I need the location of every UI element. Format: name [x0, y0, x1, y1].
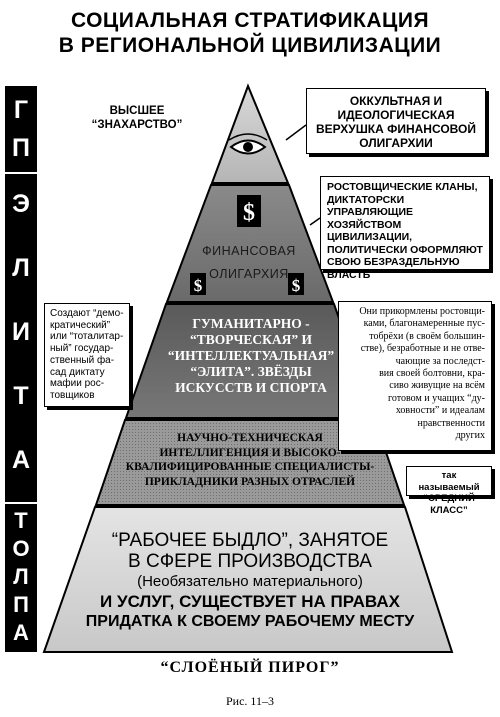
finance-tier-label: ФИНАНСОВАЯ ОЛИГАРХИЯ	[202, 244, 296, 281]
base-label-line: (Необязательно материального)	[137, 573, 363, 590]
dollar-badge-large	[237, 195, 261, 227]
note-usury-clans: РОСТОВЩИЧЕСКИЕ КЛАНЫ, ДИКТАТОРСКИ УПРАВЛ…	[320, 176, 490, 281]
side-column-crowd: Т О Л П А	[5, 504, 37, 652]
base-tier-label: “РАБОЧЕЕ БЫДЛО”, ЗАНЯТОЕ В СФЕРЕ ПРОИЗВО…	[50, 530, 450, 632]
side-letter: Л	[13, 564, 29, 589]
side-letter: Т	[14, 508, 28, 533]
side-letter: А	[13, 620, 29, 645]
caption-layered-pie: “СЛОЁНЫЙ ПИРОГ”	[160, 659, 340, 676]
top-tier-label: ВЫСШЕЕ “ЗНАХАРСТВО”	[91, 105, 183, 131]
note-middle-class: так называемый “СРЕДНИЙ КЛАСС”	[406, 466, 492, 516]
eye-icon	[228, 133, 268, 155]
side-column-elite: Э Л И Т А	[5, 174, 37, 502]
dollar-icon-left: $	[194, 276, 203, 295]
note-state-facade: Создают “демо- кратический” или “тоталит…	[44, 303, 130, 407]
tier-finance	[165, 184, 335, 303]
side-letter: О	[12, 536, 30, 561]
base-label-line: И УСЛУГ, СУЩЕСТВУЕТ НА ПРАВАХ	[100, 592, 400, 611]
side-letter: П	[12, 134, 30, 162]
side-letter: А	[11, 446, 31, 474]
side-column-gp: Г П	[5, 86, 37, 172]
base-label-line: В СФЕРЕ ПРОИЗВОДСТВА	[128, 551, 372, 572]
base-label-line: ПРИДАТКА К СВОЕМУ РАБОЧЕМУ МЕСТУ	[85, 613, 415, 630]
dollar-badge-right	[288, 273, 304, 295]
page-title-line1: СОЦИАЛЬНАЯ СТРАТИФИКАЦИЯ	[70, 9, 430, 32]
side-letter: И	[12, 318, 30, 346]
side-letter: Л	[12, 254, 30, 282]
tier-middle	[94, 419, 406, 506]
note-occult-top: ОККУЛЬТНАЯ И ИДЕОЛОГИЧЕСКАЯ ВЕРХУШКА ФИН…	[306, 88, 486, 154]
dollar-icon-right: $	[292, 276, 301, 295]
elite-tier-label: ГУМАНИТАРНО - “ТВОРЧЕСКАЯ” И “ИНТЕЛЛЕКТУ…	[167, 316, 335, 395]
page-title-line2: В РЕГИОНАЛЬНОЙ ЦИВИЛИЗАЦИИ	[58, 34, 442, 57]
dollar-badge-left	[190, 273, 206, 295]
figure-caption: Рис. 11–3	[226, 694, 274, 708]
middle-tier-label: НАУЧНО-ТЕХНИЧЕСКАЯ ИНТЕЛЛИГЕНЦИЯ И ВЫСОК…	[125, 432, 375, 488]
side-letter: Э	[12, 190, 30, 218]
side-letter: Т	[13, 382, 29, 410]
side-letter: П	[13, 592, 29, 617]
side-letter: Г	[13, 96, 29, 124]
dollar-icon-large: $	[243, 200, 255, 226]
tier-base	[42, 506, 454, 653]
note-fed-talkers: Они прикормлены ростовщи- ками, благонам…	[338, 301, 492, 451]
base-label-line: “РАБОЧЕЕ БЫДЛО”, ЗАНЯТОЕ	[111, 530, 389, 551]
